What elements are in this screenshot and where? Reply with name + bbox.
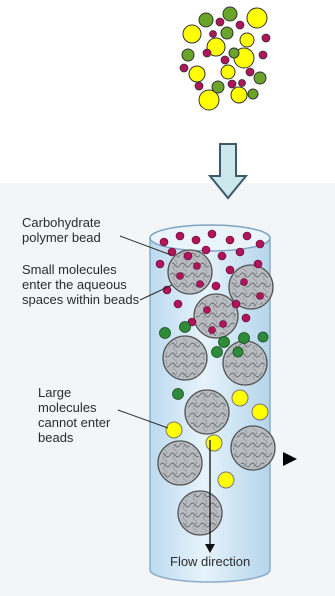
polymer-bead xyxy=(158,441,202,485)
label-large-molecules: Large molecules cannot enter beads xyxy=(38,385,128,445)
polymer-bead xyxy=(194,294,238,338)
polymer-bead xyxy=(231,426,275,470)
polymer-bead xyxy=(178,491,222,535)
label-small-molecules: Small molecules enter the aqueous spaces… xyxy=(22,262,147,307)
sample-mixture xyxy=(180,7,270,110)
label-carbohydrate-bead: Carbohydrate polymer bead xyxy=(22,215,132,245)
polymer-bead xyxy=(223,341,267,385)
polymer-bead xyxy=(163,336,207,380)
label-flow-direction: Flow direction xyxy=(170,554,280,569)
polymer-bead xyxy=(185,390,229,434)
down-arrow-icon xyxy=(210,144,246,198)
pointer-triangle-icon xyxy=(283,452,297,466)
